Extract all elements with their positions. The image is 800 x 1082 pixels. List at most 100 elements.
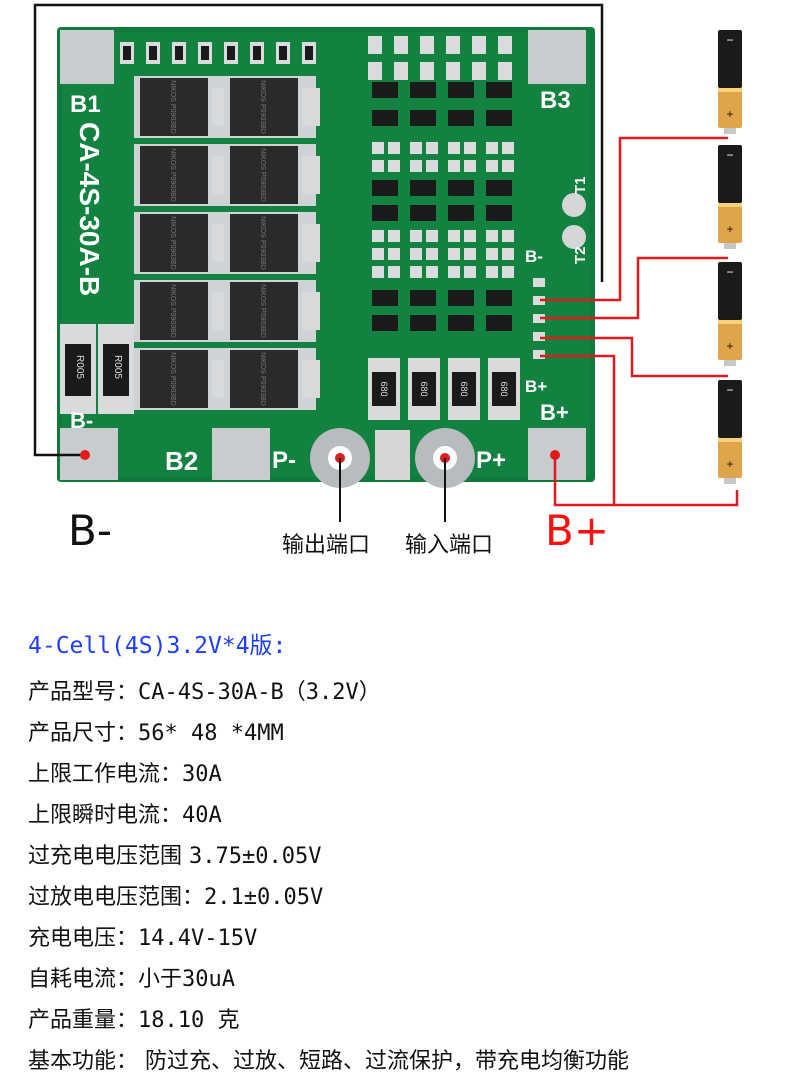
spec-value: 56* 48 *4MM bbox=[138, 721, 284, 746]
svg-text:NIKOS P0903BD: NIKOS P0903BD bbox=[169, 148, 176, 202]
wiring bbox=[33, 3, 739, 507]
spec-row: 充电电压：14.4V-15V bbox=[28, 918, 788, 959]
wire-b1 bbox=[540, 336, 728, 378]
mosfet-chip bbox=[140, 350, 208, 408]
mosfet-chip bbox=[140, 78, 208, 136]
svg-text:−: − bbox=[726, 33, 733, 47]
small-components bbox=[120, 36, 514, 331]
svg-text:+: + bbox=[726, 222, 733, 236]
ic-chip bbox=[486, 205, 512, 221]
ic-chip bbox=[372, 180, 398, 196]
mosfet-chip bbox=[230, 146, 298, 204]
mosfet-chip bbox=[230, 78, 298, 136]
ic-chip bbox=[372, 290, 398, 306]
spec-row: 基本功能： 防过充、过放、短路、过流保护，带充电均衡功能 bbox=[28, 1041, 788, 1082]
battery-cell: −+ bbox=[718, 145, 742, 249]
mosfet-chip bbox=[140, 282, 208, 340]
svg-text:680: 680 bbox=[499, 381, 509, 396]
spec-value: 14.4V-15V bbox=[138, 926, 258, 951]
spec-label: 充电电压： bbox=[28, 926, 139, 951]
ic-chip bbox=[410, 110, 436, 126]
spec-row: 自耗电流：小于30uA bbox=[28, 959, 788, 1000]
black-wire-b-minus bbox=[33, 3, 604, 457]
spec-title: 4-Cell(4S)3.2V*4版: bbox=[28, 633, 287, 659]
spec-row: 产品尺寸：56* 48 *4MM bbox=[28, 713, 788, 754]
spec-value: 3.75±0.05V bbox=[189, 844, 322, 869]
wire-b-plus bbox=[553, 455, 739, 507]
ic-chip bbox=[372, 315, 398, 331]
svg-text:NIKOS P0903BD: NIKOS P0903BD bbox=[169, 80, 176, 134]
callout-markers bbox=[80, 450, 560, 522]
mosfet-chip bbox=[140, 214, 208, 272]
svg-text:NIKOS P0903BD: NIKOS P0903BD bbox=[169, 216, 176, 270]
silk-b-plus-small: B+ bbox=[525, 377, 547, 396]
balance-resistors: 680 680 680 680 R005 R005 bbox=[74, 355, 520, 420]
mosfet-chip bbox=[230, 350, 298, 408]
svg-text:−: − bbox=[726, 265, 733, 279]
svg-text:R005: R005 bbox=[112, 355, 123, 379]
pad-t2 bbox=[562, 225, 586, 249]
ic-chip bbox=[372, 82, 398, 98]
wire-bplus-cell bbox=[540, 354, 616, 505]
spec-label: 过放电电压范围： bbox=[28, 885, 205, 910]
ic-chip bbox=[486, 82, 512, 98]
ic-chip bbox=[410, 315, 436, 331]
svg-text:NIKOS P0903BD: NIKOS P0903BD bbox=[169, 284, 176, 338]
wire-b3 bbox=[540, 136, 728, 302]
spec-row: 过充电电压范围 3.75±0.05V bbox=[28, 836, 788, 877]
ic-chip bbox=[372, 205, 398, 221]
svg-text:R005: R005 bbox=[74, 355, 85, 379]
svg-text:+: + bbox=[726, 107, 733, 121]
svg-text:680: 680 bbox=[379, 381, 389, 396]
bms-board-diagram: NIKOS P0903BD NIKOS P0903BD NIKOS P0903BD N… bbox=[33, 3, 742, 522]
ic-chip bbox=[448, 205, 474, 221]
silk-p-minus: P- bbox=[272, 447, 296, 474]
callout-output-port: 输出端口 bbox=[282, 533, 371, 558]
spec-row: 产品型号：CA-4S-30A-B（3.2V） bbox=[28, 672, 788, 713]
spec-row: 上限工作电流：30A bbox=[28, 754, 788, 795]
silk-t2: T2 bbox=[572, 246, 589, 264]
mosfet-chip bbox=[230, 214, 298, 272]
mosfet-chip bbox=[230, 282, 298, 340]
ic-chip bbox=[410, 180, 436, 196]
svg-text:NIKOS P0903BD: NIKOS P0903BD bbox=[259, 148, 266, 202]
spec-value: 小于30uA bbox=[138, 967, 235, 992]
spec-value: 40A bbox=[182, 803, 222, 828]
svg-text:NIKOS P0903BD: NIKOS P0903BD bbox=[169, 352, 176, 406]
spec-value: 30A bbox=[182, 762, 222, 787]
silk-b1: B1 bbox=[70, 91, 101, 118]
silk-b3: B3 bbox=[540, 87, 571, 114]
ic-chip bbox=[486, 290, 512, 306]
ic-chip bbox=[486, 315, 512, 331]
wire-b2 bbox=[540, 256, 728, 320]
svg-text:680: 680 bbox=[419, 381, 429, 396]
spec-value: 18.10 克 bbox=[138, 1008, 240, 1033]
ic-chip bbox=[486, 180, 512, 196]
svg-text:680: 680 bbox=[459, 381, 469, 396]
spec-row: 过放电电压范围：2.1±0.05V bbox=[28, 877, 788, 918]
balance-header-pads bbox=[533, 278, 545, 359]
spec-label: 上限瞬时电流： bbox=[28, 803, 183, 828]
svg-text:NIKOS P0903BD: NIKOS P0903BD bbox=[259, 216, 266, 270]
ic-chip bbox=[410, 205, 436, 221]
ic-chip bbox=[448, 290, 474, 306]
spec-value: CA-4S-30A-B（3.2V） bbox=[138, 680, 381, 705]
ic-chip bbox=[448, 110, 474, 126]
ic-chip bbox=[448, 315, 474, 331]
ic-chip bbox=[410, 290, 436, 306]
pad-t1 bbox=[562, 193, 586, 217]
spec-list: 4-Cell(4S)3.2V*4版: 产品型号：CA-4S-30A-B（3.2V… bbox=[28, 630, 788, 1082]
callout-b-minus: B- bbox=[68, 506, 112, 555]
spec-label: 产品尺寸： bbox=[28, 721, 139, 746]
spec-value: 防过充、过放、短路、过流保护，带充电均衡功能 bbox=[145, 1049, 630, 1074]
svg-text:NIKOS P0903BD: NIKOS P0903BD bbox=[259, 352, 266, 406]
silk-b-minus: B- bbox=[70, 408, 93, 433]
svg-text:−: − bbox=[726, 383, 733, 397]
spec-value: 2.1±0.05V bbox=[204, 885, 324, 910]
battery-cell: −+ bbox=[718, 262, 742, 366]
mosfet-chip bbox=[140, 146, 208, 204]
ic-chip bbox=[486, 110, 512, 126]
battery-stack: −+−+−+−+ bbox=[718, 30, 742, 484]
spec-label: 过充电电压范围 bbox=[28, 844, 189, 869]
svg-text:−: − bbox=[726, 148, 733, 162]
